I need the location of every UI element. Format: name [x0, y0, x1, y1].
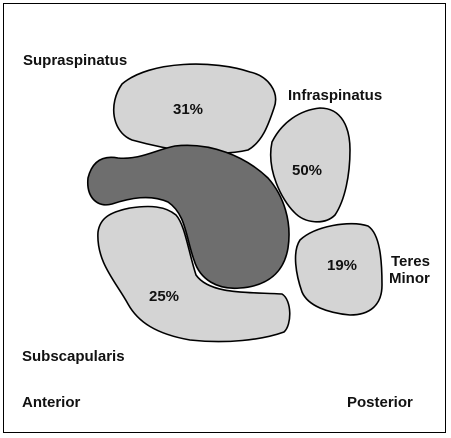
pct-infraspinatus: 50%	[292, 162, 322, 179]
label-subscapularis: Subscapularis	[22, 348, 125, 365]
pct-subscapularis: 25%	[149, 288, 179, 305]
label-anterior: Anterior	[22, 394, 81, 411]
label-supraspinatus: Supraspinatus	[23, 52, 127, 69]
pct-supraspinatus: 31%	[173, 101, 203, 118]
label-teres-line1: Teres	[391, 253, 430, 270]
pct-teres-minor: 19%	[327, 257, 357, 274]
label-posterior: Posterior	[347, 394, 413, 411]
label-infraspinatus: Infraspinatus	[288, 87, 382, 104]
label-teres-line2: Minor	[389, 270, 430, 287]
